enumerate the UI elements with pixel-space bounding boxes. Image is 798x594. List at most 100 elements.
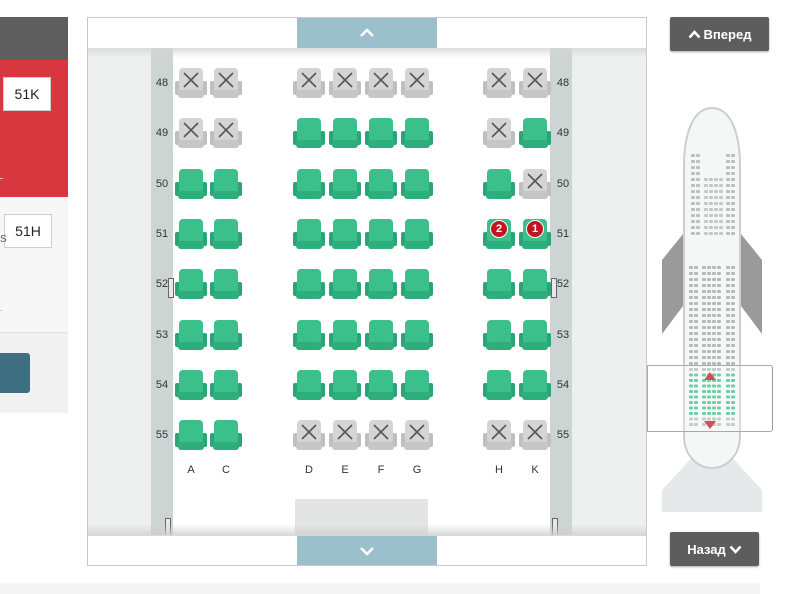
passenger-1-seat-field[interactable]: 51K (3, 77, 51, 111)
seat-49F[interactable] (365, 118, 397, 150)
seat-51F[interactable] (365, 218, 397, 251)
seat-52H[interactable] (483, 269, 515, 301)
column-letter-C: C (222, 464, 230, 476)
seat-54A[interactable] (175, 369, 207, 402)
seat-54C[interactable] (210, 369, 242, 402)
seat-48F (365, 68, 397, 100)
passenger-marker: 2 (490, 219, 508, 238)
seat-51G[interactable] (401, 218, 433, 251)
seat-53D[interactable] (293, 319, 325, 352)
seat-50F[interactable] (365, 168, 397, 201)
seat-53C[interactable] (210, 319, 242, 352)
seat-48K (519, 68, 551, 100)
seat-51K[interactable]: 1 (519, 218, 551, 251)
scroll-shadow-bottom (88, 524, 646, 538)
seat-51A[interactable] (175, 218, 207, 251)
x-icon (491, 424, 507, 440)
passenger-panel-header (0, 17, 68, 60)
row-number-left: 50 (155, 177, 169, 190)
seat-52D[interactable] (293, 269, 325, 301)
forward-button[interactable]: Вперед (670, 17, 769, 51)
seat-52K[interactable] (519, 269, 551, 301)
seat-50D[interactable] (293, 168, 325, 201)
back-button[interactable]: Назад (670, 532, 759, 566)
row-number-right: 50 (556, 177, 570, 190)
scroll-up-button[interactable] (297, 18, 437, 48)
x-icon (183, 122, 199, 138)
aircraft-minimap[interactable] (660, 106, 764, 512)
seat-55C[interactable] (210, 420, 242, 452)
seat-51C[interactable] (210, 218, 242, 251)
seat-53K[interactable] (519, 319, 551, 352)
row-number-left: 48 (155, 77, 169, 89)
scroll-down-button[interactable] (297, 536, 437, 565)
x-icon (491, 72, 507, 88)
divider (0, 178, 3, 179)
forward-label: Вперед (703, 26, 752, 42)
seat-54E[interactable] (329, 369, 361, 402)
seat-48D (293, 68, 325, 100)
x-icon (527, 173, 543, 189)
seat-52C[interactable] (210, 269, 242, 301)
x-icon (337, 72, 353, 88)
column-letter-E: E (341, 464, 349, 476)
column-letter-F: F (377, 464, 385, 476)
seat-49H (483, 118, 515, 150)
x-icon (409, 72, 425, 88)
seat-49K[interactable] (519, 118, 551, 150)
x-icon (527, 424, 543, 440)
seat-49G[interactable] (401, 118, 433, 150)
x-icon (527, 72, 543, 88)
passenger-2-seat-field[interactable]: 51H (4, 214, 52, 248)
seat-54D[interactable] (293, 369, 325, 402)
row-number-left: 54 (155, 378, 169, 391)
seat-51H[interactable]: 2 (483, 218, 515, 251)
seat-53E[interactable] (329, 319, 361, 352)
x-icon (409, 424, 425, 440)
seat-52G[interactable] (401, 269, 433, 301)
passenger-2-label-fragment: S (0, 234, 7, 245)
seat-51E[interactable] (329, 218, 361, 251)
seat-53F[interactable] (365, 319, 397, 352)
x-icon (337, 424, 353, 440)
seat-49E[interactable] (329, 118, 361, 150)
seat-54H[interactable] (483, 369, 515, 402)
seat-50G[interactable] (401, 168, 433, 201)
column-letter-D: D (305, 464, 313, 476)
seat-53H[interactable] (483, 319, 515, 352)
row-number-right: 51 (556, 227, 570, 240)
seat-52A[interactable] (175, 269, 207, 301)
passenger-2-card[interactable]: 51H (0, 197, 68, 333)
chevron-up-icon (360, 28, 374, 37)
passenger-1-card-active[interactable]: 51K (0, 60, 68, 197)
seat-54K[interactable] (519, 369, 551, 402)
cabin-wall-left (151, 48, 173, 536)
x-icon (373, 72, 389, 88)
continue-button[interactable] (0, 353, 30, 393)
scroll-shadow-top (88, 46, 646, 58)
seat-50E[interactable] (329, 168, 361, 201)
seat-54G[interactable] (401, 369, 433, 402)
seat-52F[interactable] (365, 269, 397, 301)
seat-53G[interactable] (401, 319, 433, 352)
seat-52E[interactable] (329, 269, 361, 301)
cabin-wall-right (550, 48, 572, 536)
seat-50C[interactable] (210, 168, 242, 201)
back-label: Назад (687, 541, 726, 557)
column-letter-A: A (187, 464, 195, 476)
seat-51D[interactable] (293, 218, 325, 251)
seat-50H[interactable] (483, 168, 515, 201)
row-number-right: 52 (556, 278, 570, 291)
seat-49D[interactable] (293, 118, 325, 150)
seat-54F[interactable] (365, 369, 397, 402)
row-number-left: 55 (155, 429, 169, 442)
row-number-right: 54 (556, 378, 570, 391)
x-icon (218, 122, 234, 138)
seat-53A[interactable] (175, 319, 207, 352)
seat-55A[interactable] (175, 420, 207, 452)
x-icon (218, 72, 234, 88)
seat-49C (210, 118, 242, 150)
seat-50A[interactable] (175, 168, 207, 201)
minimap-viewport[interactable] (647, 365, 773, 432)
